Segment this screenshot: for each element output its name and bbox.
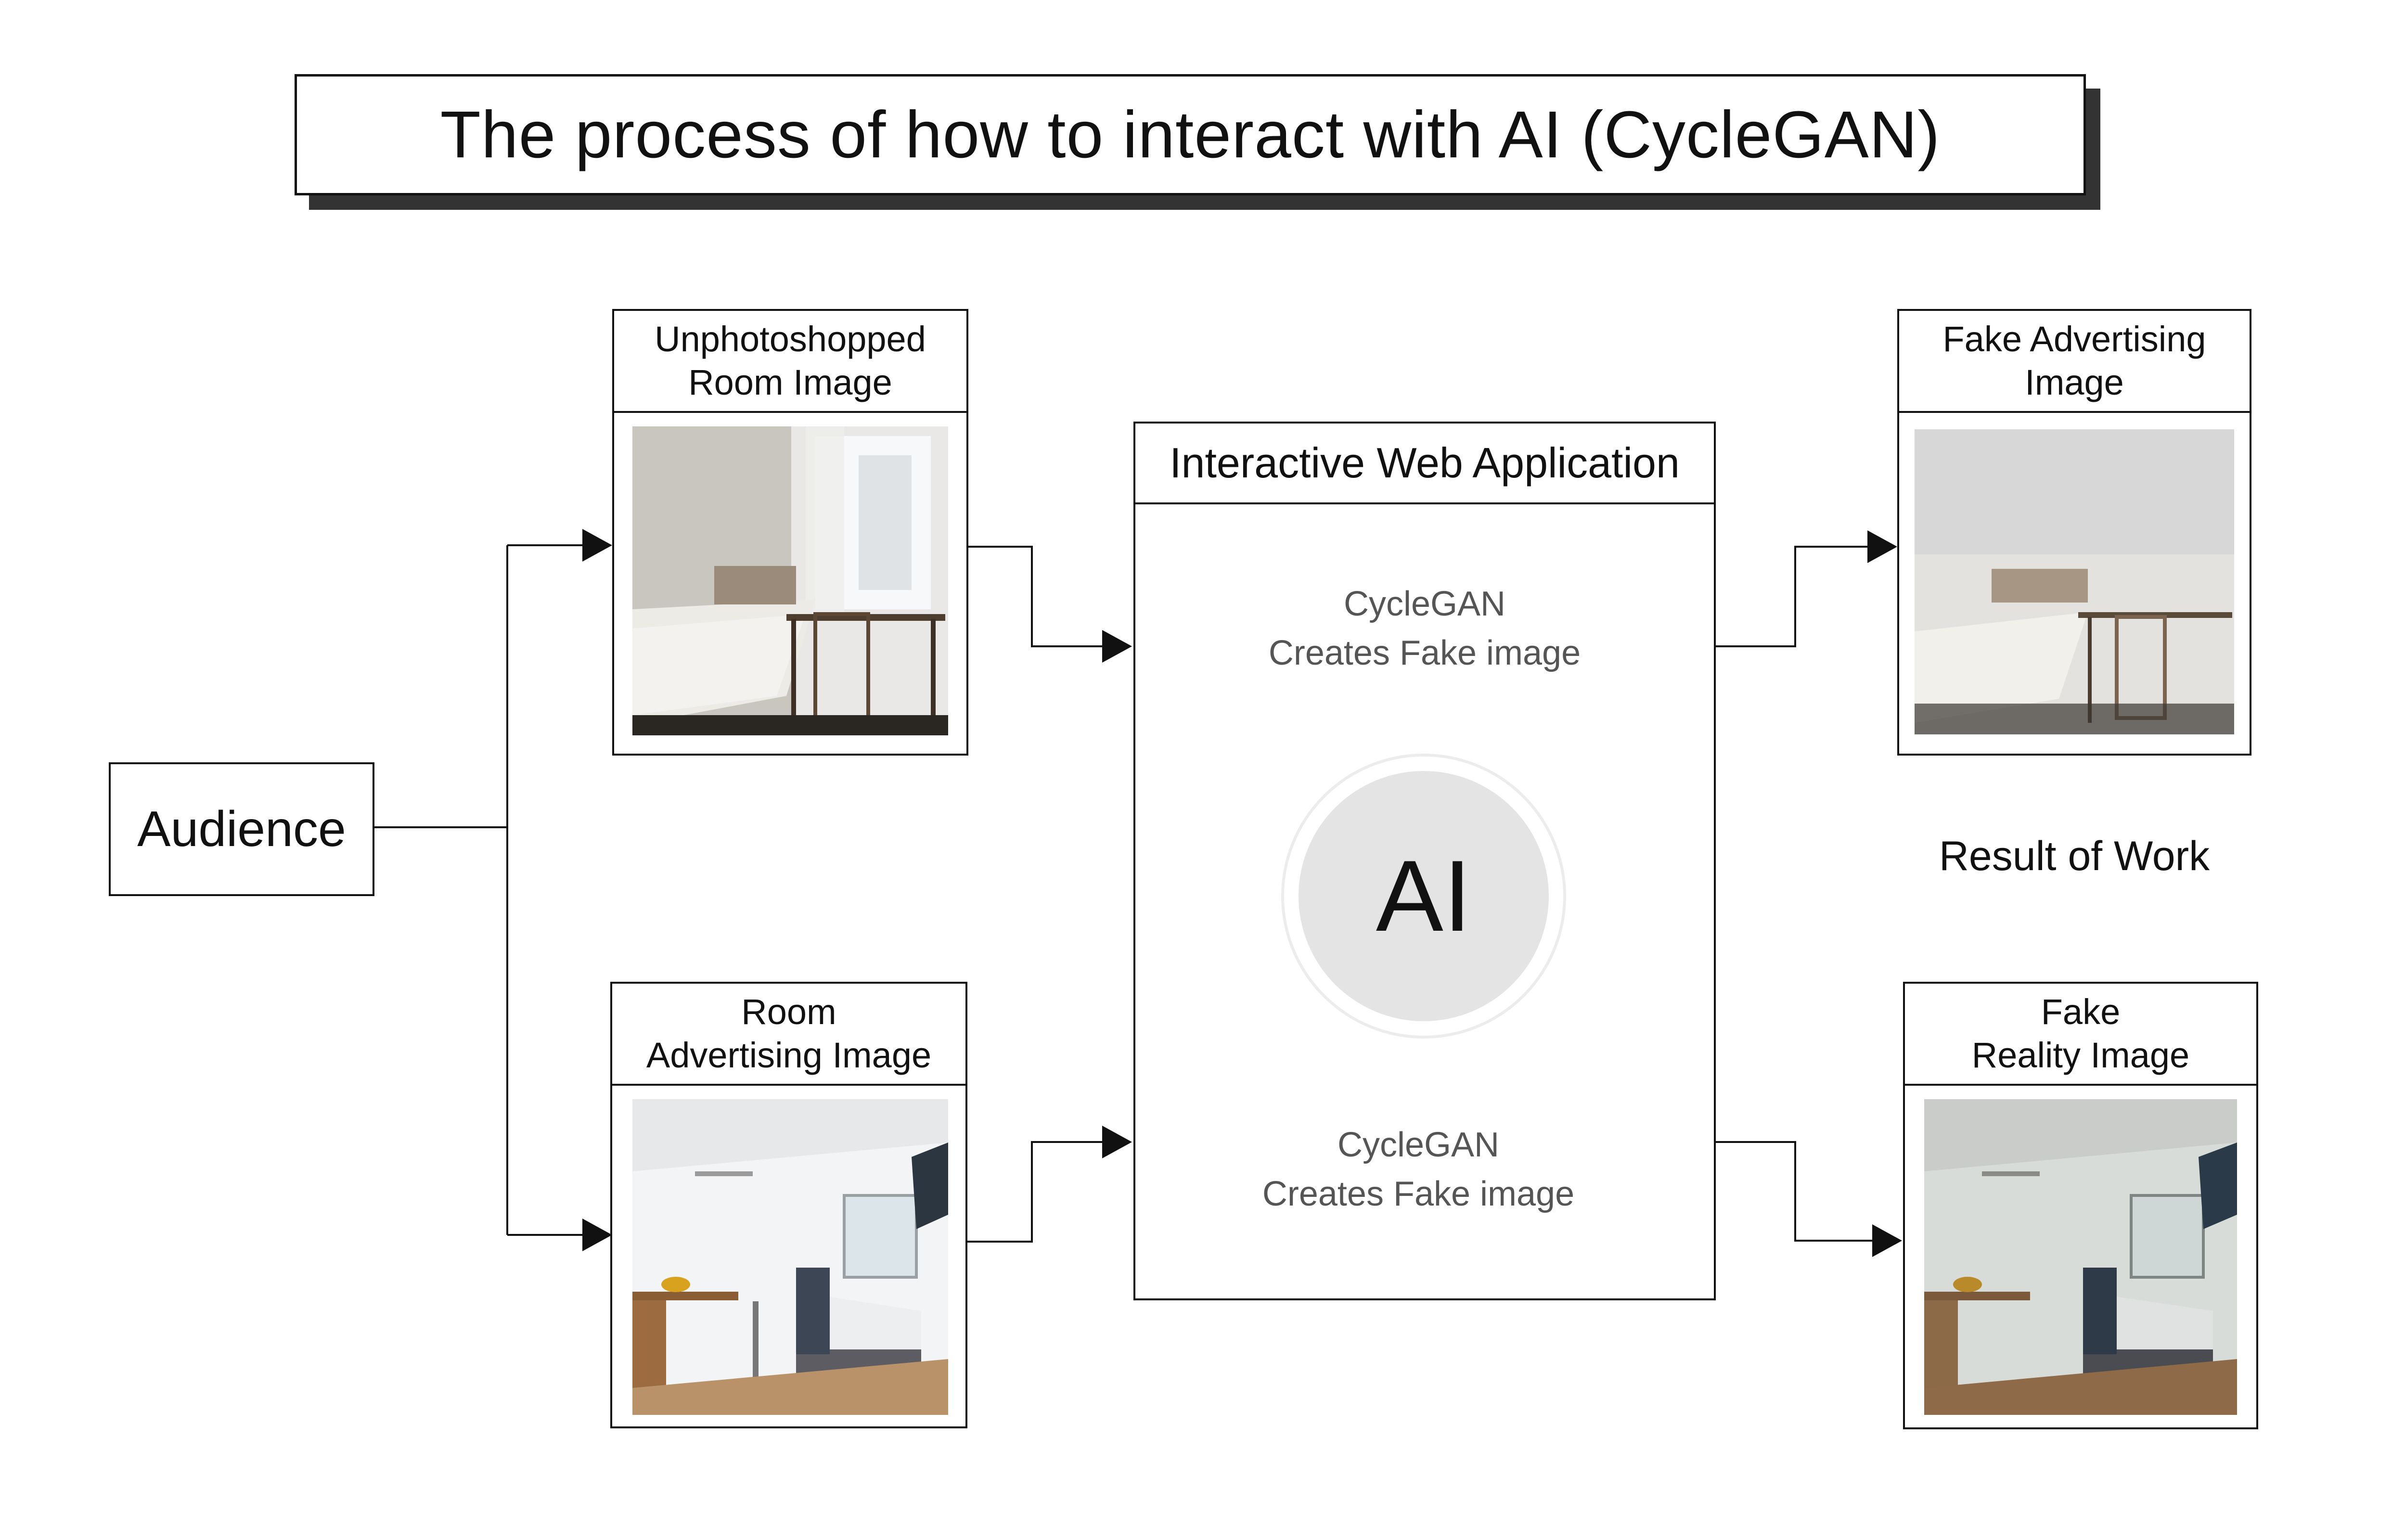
fake-advertising-header: Fake Advertising Image xyxy=(1899,311,2250,413)
fake-advertising-photo xyxy=(1915,429,2234,734)
arrow-to-fake-reality xyxy=(1872,1224,1902,1257)
fake-reality-label: Fake Reality Image xyxy=(1971,991,2190,1075)
fake-reality-header: Fake Reality Image xyxy=(1905,984,2256,1086)
room-advertising-panel: Room Advertising Image xyxy=(610,982,967,1428)
arrow-to-app-top xyxy=(1102,630,1132,663)
arrow-to-unphotoshopped xyxy=(582,529,612,562)
title-box: The process of how to interact with AI (… xyxy=(295,74,2086,195)
unphotoshopped-room-label: Unphotoshopped Room Image xyxy=(655,319,926,402)
app-to-fake-reality-line xyxy=(1714,1141,1872,1242)
app-to-fake-advertising-line xyxy=(1714,546,1867,647)
room-advertising-photo xyxy=(632,1099,948,1415)
unphotoshopped-room-photo xyxy=(632,426,948,735)
arrow-to-app-bottom xyxy=(1102,1126,1132,1158)
interactive-web-application-box: Interactive Web Application CycleGAN Cre… xyxy=(1133,422,1716,1300)
result-of-work-label: Result of Work xyxy=(1939,833,2210,879)
unphotoshopped-to-app-line xyxy=(966,546,1102,647)
fake-reality-photo xyxy=(1924,1099,2237,1415)
cyclegan-step-top: CycleGAN Creates Fake image xyxy=(1268,585,1581,673)
advertising-to-app-line xyxy=(966,1141,1102,1243)
audience-label: Audience xyxy=(137,801,346,857)
diagram-title: The process of how to interact with AI (… xyxy=(440,97,1941,172)
fake-advertising-label: Fake Advertising Image xyxy=(1942,319,2206,402)
room-advertising-label: Room Advertising Image xyxy=(646,991,932,1075)
unphotoshopped-room-header: Unphotoshopped Room Image xyxy=(614,311,966,413)
ai-label: AI xyxy=(1376,839,1472,952)
cyclegan-step-bottom: CycleGAN Creates Fake image xyxy=(1262,1126,1575,1214)
ai-circle-outer: AI xyxy=(1281,754,1566,1039)
app-title: Interactive Web Application xyxy=(1170,439,1680,487)
unphotoshopped-room-panel: Unphotoshopped Room Image xyxy=(612,309,968,756)
fake-reality-panel: Fake Reality Image xyxy=(1903,982,2258,1429)
room-advertising-header: Room Advertising Image xyxy=(612,984,965,1086)
app-header: Interactive Web Application xyxy=(1135,424,1714,504)
fake-advertising-panel: Fake Advertising Image xyxy=(1897,309,2251,756)
audience-box: Audience xyxy=(109,762,374,896)
arrow-to-advertising xyxy=(582,1219,612,1251)
ai-circle: AI xyxy=(1299,771,1549,1021)
arrow-to-fake-advertising xyxy=(1867,530,1897,563)
